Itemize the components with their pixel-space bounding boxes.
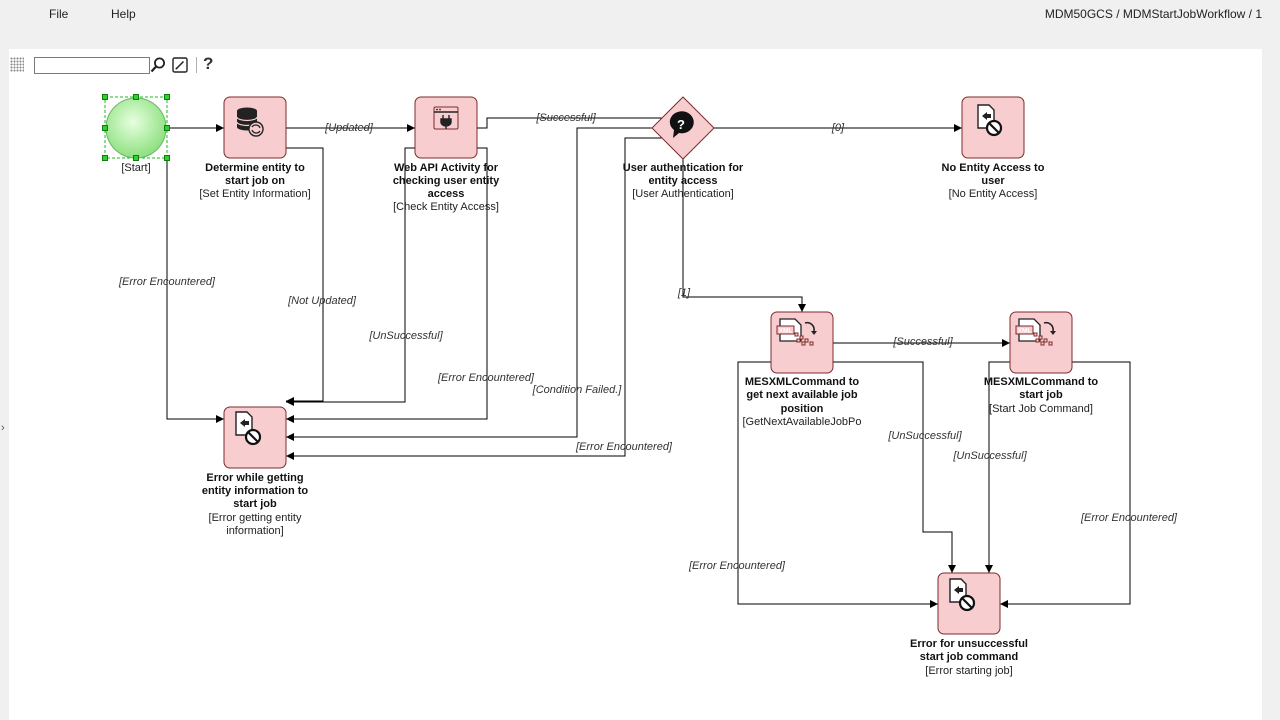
help-button[interactable]: ? <box>203 54 214 73</box>
node-title-line: User authentication for <box>623 162 744 174</box>
node-sub-label: [GetNextAvailableJobPo <box>742 416 861 428</box>
node-sub-label: [Start Job Command] <box>989 403 1093 415</box>
search-icon[interactable] <box>149 56 167 74</box>
edge-start-err1[interactable]: [Error Encountered] <box>118 158 224 423</box>
node-sub-label: [User Authentication] <box>632 188 734 200</box>
edge-web-err1-unsuccessful[interactable]: [UnSuccessful] <box>286 147 444 406</box>
node-title-line: start job on <box>225 175 285 187</box>
node-sub-label: [Start] <box>121 162 150 174</box>
edge-label: [Condition Failed.] <box>532 384 623 396</box>
database-sync-icon <box>236 107 264 137</box>
edge-label: [Error Encountered] <box>118 276 216 288</box>
svg-text:?: ? <box>677 117 685 132</box>
node-title-line: Determine entity to <box>205 162 305 174</box>
edge-label: [Successful] <box>535 112 596 124</box>
node-title-line: entity access <box>648 175 717 187</box>
node-title-line: user <box>981 175 1005 187</box>
right-scroll-area <box>1262 49 1280 720</box>
xml-command-icon: XML <box>1015 318 1056 346</box>
node-title-line: position <box>781 403 824 415</box>
menu-help[interactable]: Help <box>111 7 136 21</box>
node-mesxml-get-next[interactable]: XML MESXMLCommand to get next available … <box>742 311 862 428</box>
chevron-right-icon[interactable]: › <box>1 422 5 434</box>
node-sub-label: [Check Entity Access] <box>393 201 499 213</box>
toolbar-grip-icon[interactable] <box>10 57 24 72</box>
edge-label: [Updated] <box>324 122 374 134</box>
node-sub-label: [Error getting entity <box>209 512 302 524</box>
node-title-line: start job <box>1019 389 1063 401</box>
edge-mes1-err2-unsuccessful[interactable]: [UnSuccessful] <box>833 361 963 573</box>
node-title-line: get next available job <box>746 389 858 401</box>
node-web-api[interactable]: Web API Activity for checking user entit… <box>393 96 500 213</box>
node-error-getting-entity[interactable]: Error while getting entity information t… <box>202 406 309 537</box>
svg-text:XML: XML <box>779 328 793 335</box>
svg-text:XML: XML <box>1018 328 1032 335</box>
toolbar: ? <box>0 27 1280 74</box>
edge-mes2-err2-unsuccessful[interactable]: [UnSuccessful] <box>952 361 1028 573</box>
edge-mes1-err2-error[interactable]: [Error Encountered] <box>688 361 938 608</box>
edge-label: [UnSuccessful] <box>887 430 962 442</box>
node-title-line: checking user entity <box>393 175 500 187</box>
edge-auth-err1-error[interactable]: [Error Encountered] <box>286 137 673 460</box>
node-title-line: entity information to <box>202 485 309 497</box>
error-document-icon <box>235 411 262 446</box>
edge-label: [Error Encountered] <box>688 560 786 572</box>
edge-label: [UnSuccessful] <box>368 330 443 342</box>
node-title-line: MESXMLCommand to <box>984 376 1099 388</box>
edge-auth-err1-condition[interactable]: [Condition Failed.] <box>286 127 653 441</box>
node-sub-label: [Error starting job] <box>925 665 1012 677</box>
xml-command-icon: XML <box>776 318 817 346</box>
menu-bar: File Help MDM50GCS / MDMStartJobWorkflow… <box>0 0 1280 27</box>
node-title-line: Web API Activity for <box>394 162 499 174</box>
edge-web-err1-error[interactable]: [Error Encountered] <box>286 147 535 423</box>
selection-handles[interactable] <box>102 94 170 161</box>
edge-mes2-err2-error[interactable]: [Error Encountered] <box>1000 361 1178 608</box>
start-circle-icon[interactable] <box>105 97 167 159</box>
error-document-icon <box>949 578 976 612</box>
node-title-line: Error for unsuccessful <box>910 638 1028 650</box>
edge-label: [Successful] <box>892 336 953 348</box>
edge-label: [0] <box>831 122 845 134</box>
web-api-icon <box>433 106 459 130</box>
node-title-line: access <box>428 188 465 200</box>
menu-file[interactable]: File <box>49 7 69 21</box>
edge-auth-mes1[interactable]: [1] <box>677 158 806 312</box>
breadcrumb: MDM50GCS / MDMStartJobWorkflow / 1 <box>1044 7 1262 21</box>
question-icon: ? <box>669 111 694 138</box>
node-sub-label: [Set Entity Information] <box>199 188 310 200</box>
node-start[interactable]: [Start] <box>102 94 170 175</box>
edge-det-err1[interactable]: [Not Updated] <box>286 147 357 405</box>
side-panel-toggle[interactable]: › <box>0 49 9 720</box>
search-input[interactable] <box>34 57 150 74</box>
edge-mes1-mes2[interactable]: [Successful] <box>833 336 1010 348</box>
node-title-line: start job command <box>920 651 1018 663</box>
error-document-icon <box>977 104 1003 137</box>
edge-web-auth[interactable]: [Successful] <box>477 112 674 129</box>
edge-label: [1] <box>677 287 691 299</box>
node-user-auth[interactable]: ? User authentication for entity access … <box>623 96 744 200</box>
edge-label: [Not Updated] <box>287 295 357 307</box>
node-title-line: Error while getting <box>206 472 303 484</box>
toolbar-separator <box>196 57 197 73</box>
workflow-canvas[interactable]: [Updated] [Successful] [0] [1] [Successf… <box>9 49 1262 720</box>
node-determine-entity[interactable]: Determine entity to start job on [Set En… <box>199 96 311 200</box>
edge-label: [Error Encountered] <box>437 372 535 384</box>
node-title-line: No Entity Access to <box>942 162 1045 174</box>
node-error-start-job[interactable]: Error for unsuccessful start job command… <box>910 572 1028 677</box>
node-sub-label: information] <box>226 525 283 537</box>
edge-label: [UnSuccessful] <box>952 450 1027 462</box>
node-mesxml-start-job[interactable]: XML MESXMLCommand to start job [Start Jo… <box>984 311 1099 415</box>
edge-label: [Error Encountered] <box>575 441 673 453</box>
node-title-line: start job <box>233 498 277 510</box>
edge-label: [Error Encountered] <box>1080 512 1178 524</box>
node-sub-label: [No Entity Access] <box>949 188 1038 200</box>
node-title-line: MESXMLCommand to <box>745 376 860 388</box>
edge-auth-noaccess[interactable]: [0] <box>713 122 962 134</box>
node-no-entity-access[interactable]: No Entity Access to user [No Entity Acce… <box>942 96 1045 200</box>
edit-icon[interactable] <box>171 56 189 74</box>
edge-det-web[interactable]: [Updated] <box>286 122 415 134</box>
